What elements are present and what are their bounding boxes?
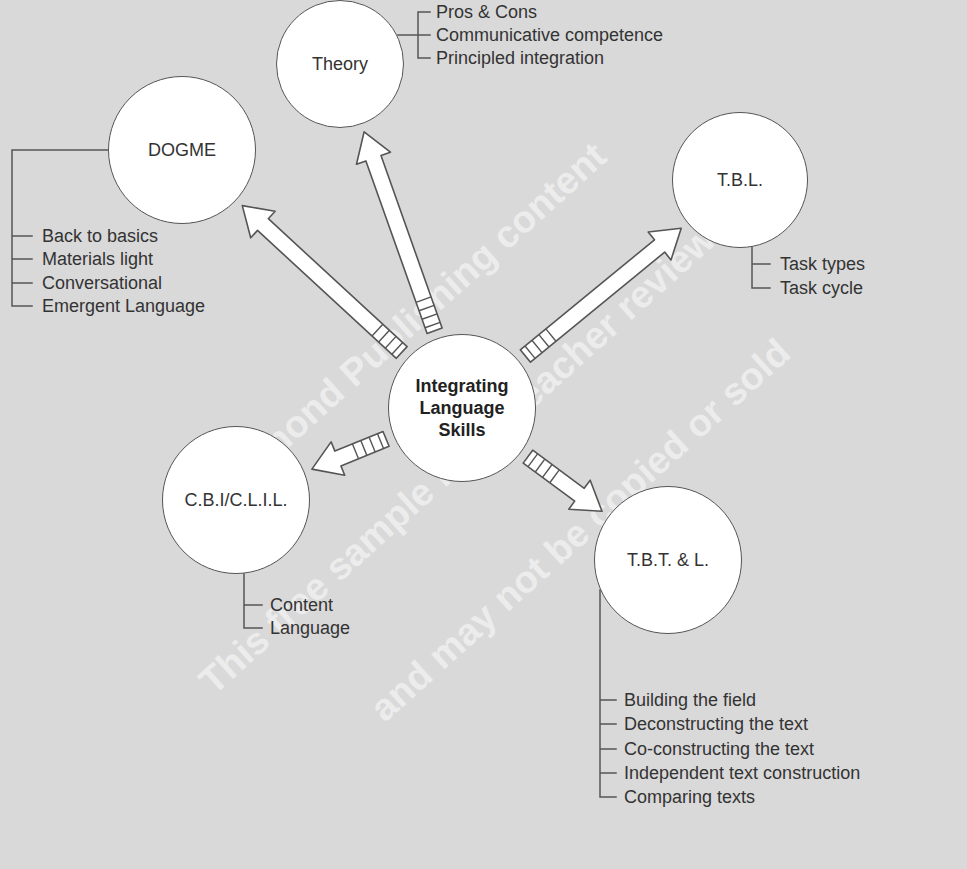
block-arrow bbox=[357, 132, 443, 334]
block-arrow bbox=[312, 432, 389, 476]
topic-circle: T.B.L. bbox=[672, 112, 808, 248]
topic-circle: DOGME bbox=[108, 76, 256, 224]
list-item: Emergent Language bbox=[42, 295, 205, 317]
block-arrow bbox=[523, 450, 602, 511]
list-item: Principled integration bbox=[436, 47, 604, 69]
arrow-hatch bbox=[352, 444, 358, 459]
connector-arrow bbox=[242, 206, 407, 359]
arrow-hatch bbox=[550, 470, 559, 483]
arrow-hatch bbox=[543, 464, 552, 477]
topic-title: C.B.I/C.L.I.L. bbox=[184, 489, 287, 511]
central-circle: Integrating Language Skills bbox=[388, 334, 536, 482]
central-topic: Integrating Language Skills bbox=[410, 375, 514, 441]
topic-circle: C.B.I/C.L.I.L. bbox=[162, 426, 310, 574]
arrow-hatch bbox=[392, 342, 403, 354]
block-arrow bbox=[242, 206, 407, 359]
arrow-hatch bbox=[385, 336, 396, 348]
list-item: Back to basics bbox=[42, 225, 158, 247]
connector-arrow bbox=[357, 132, 443, 334]
list-item: Communicative competence bbox=[436, 24, 663, 46]
connector-arrow bbox=[520, 228, 681, 362]
connector-arrow bbox=[523, 450, 602, 511]
list-item: Task types bbox=[780, 253, 865, 275]
topic-circle: T.B.T. & L. bbox=[594, 486, 742, 634]
topic-title: T.B.L. bbox=[717, 169, 763, 191]
arrow-hatch bbox=[525, 346, 535, 358]
arrow-hatch bbox=[425, 322, 440, 327]
topic-circle: Theory bbox=[276, 0, 404, 128]
connector-arrow bbox=[312, 432, 389, 476]
list-item: Conversational bbox=[42, 272, 162, 294]
topic-title: Theory bbox=[312, 53, 368, 75]
list-item: Pros & Cons bbox=[436, 1, 537, 23]
arrow-hatch bbox=[372, 324, 383, 336]
list-item: Materials light bbox=[42, 248, 153, 270]
list-item: Language bbox=[270, 617, 350, 639]
list-item: Content bbox=[270, 594, 333, 616]
list-item: Comparing texts bbox=[624, 786, 755, 808]
topic-title: T.B.T. & L. bbox=[627, 549, 709, 571]
arrow-hatch bbox=[419, 305, 434, 310]
list-item: Task cycle bbox=[780, 277, 863, 299]
arrow-hatch bbox=[539, 335, 549, 347]
block-arrow bbox=[520, 228, 681, 362]
arrow-hatch bbox=[377, 434, 383, 449]
list-item: Co-constructing the text bbox=[624, 738, 814, 760]
list-item: Independent text construction bbox=[624, 762, 860, 784]
circle-text-group: Integrating Language Skills bbox=[410, 375, 514, 441]
circle-text-group: T.B.T. & L. bbox=[627, 549, 709, 571]
cbi-bracket bbox=[244, 574, 262, 628]
arrow-hatch bbox=[361, 441, 367, 456]
circle-text-group: DOGME bbox=[148, 139, 216, 161]
arrow-hatch bbox=[528, 454, 537, 467]
circle-text-group: Theory bbox=[312, 53, 368, 75]
arrow-hatch bbox=[546, 329, 556, 341]
list-item: Building the field bbox=[624, 689, 756, 711]
arrow-hatch bbox=[422, 314, 437, 319]
arrow-hatch bbox=[416, 297, 431, 302]
arrow-hatch bbox=[379, 330, 390, 342]
circle-text-group: T.B.L. bbox=[717, 169, 763, 191]
circle-text-group: C.B.I/C.L.I.L. bbox=[184, 489, 287, 511]
arrow-hatch bbox=[535, 459, 544, 472]
tbl-bracket bbox=[752, 247, 770, 288]
list-item: Deconstructing the text bbox=[624, 713, 808, 735]
arrow-hatch bbox=[532, 340, 542, 352]
topic-title: DOGME bbox=[148, 139, 216, 161]
tbtl-bracket bbox=[600, 590, 616, 797]
arrow-hatch bbox=[369, 437, 375, 452]
